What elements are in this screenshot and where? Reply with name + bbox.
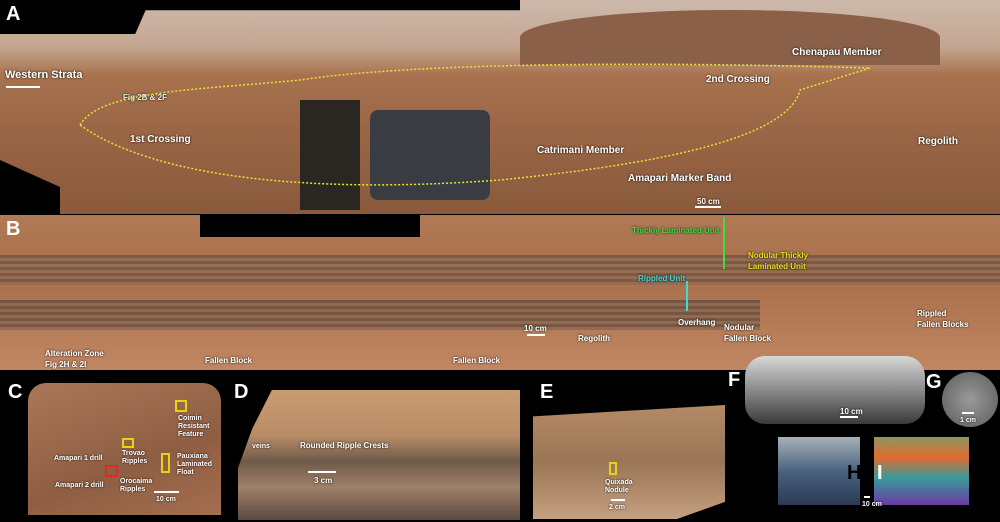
panel-e-nodule: Quixada Nodule 2 cm — [533, 405, 725, 519]
panel-b-outcrop: B Thickly Laminated Unit Nodular Thickly… — [0, 215, 1000, 370]
scale-bar-d — [308, 471, 336, 473]
panel-label-b: B — [6, 218, 21, 240]
panel-label-i: I — [877, 462, 883, 484]
amapari1-label: Amapari 1 drill — [54, 455, 103, 462]
scale-label-d: 3 cm — [314, 476, 333, 485]
panel-h-image — [778, 437, 860, 505]
chenapau-label: Chenapau Member — [792, 47, 882, 58]
scale-bar-e — [611, 499, 625, 501]
overhang-label: Overhang — [678, 318, 716, 327]
veins-label: veins — [252, 443, 270, 450]
coimin-box — [175, 400, 187, 412]
scale-label-a: 50 cm — [697, 197, 720, 206]
scale-bar-hi — [864, 496, 870, 498]
quixada-box — [609, 462, 617, 475]
fallen-block-label-2: Fallen Block — [453, 356, 501, 365]
nodular-thickly-label: Nodular Thickly Laminated Unit — [748, 251, 809, 271]
scale-bar-a — [695, 206, 721, 208]
orocaima-box — [105, 465, 118, 477]
panel-c-drill-site: Coimin Resistant Feature Trovao Ripples … — [28, 383, 221, 515]
scale-label-b: 10 cm — [524, 324, 547, 333]
panel-label-c: C — [8, 381, 23, 403]
amapari-label: Amapari Marker Band — [628, 173, 732, 184]
western-strata-label: Western Strata — [5, 69, 83, 81]
rippled-fallen-label: Rippled Fallen Blocks — [917, 309, 969, 329]
panel-label-d: D — [234, 381, 249, 403]
panel-f-grayscale-block: 10 cm — [745, 356, 925, 424]
scale-label-hi: 10 cm — [862, 501, 882, 508]
panel-d-ripples: veins Rounded Ripple Crests 3 cm — [238, 390, 520, 520]
scale-label-c: 10 cm — [156, 496, 176, 503]
left-arrow-icon — [6, 86, 40, 88]
pauxiana-box — [161, 453, 170, 473]
scale-bar-f — [840, 416, 858, 418]
fallen-block-label-1: Fallen Block — [205, 356, 253, 365]
panel-label-e: E — [540, 381, 554, 403]
panel-g-closeup: 1 cm — [942, 372, 998, 427]
pauxiana-label: Pauxiana Laminated Float — [177, 453, 213, 476]
trovao-label: Trovao Ripples — [122, 450, 148, 465]
panel-label-g: G — [926, 371, 942, 393]
trovao-box — [122, 438, 134, 448]
panel-label-a: A — [6, 3, 21, 25]
rounded-crests-label: Rounded Ripple Crests — [300, 441, 389, 450]
scale-label-e: 2 cm — [609, 504, 625, 511]
quixada-label: Quixada Nodule — [605, 479, 633, 494]
thickly-laminated-label: Thickly Laminated Unit — [632, 226, 720, 235]
scale-label-g: 1 cm — [960, 417, 976, 424]
orocaima-label: Orocaima Ripples — [120, 478, 153, 493]
scale-bar-b — [527, 334, 545, 336]
alteration-zone-label: Alteration Zone Fig 2H & 2I — [45, 349, 104, 369]
regolith-label-b: Regolith — [578, 334, 610, 343]
scale-bar-c — [154, 491, 179, 493]
amapari2-label: Amapari 2 drill — [55, 482, 104, 489]
second-crossing-label: 2nd Crossing — [706, 74, 770, 85]
panel-label-h: H — [847, 462, 862, 484]
panel-i-false-color — [874, 437, 969, 505]
first-crossing-label: 1st Crossing — [130, 134, 191, 145]
nodular-fallen-label: Nodular Fallen Block — [724, 323, 772, 343]
panel-a-panorama: A Western Strata Fig 2B & 2F 1st Crossin… — [0, 0, 1000, 214]
fig-ref-label: Fig 2B & 2F — [123, 93, 168, 102]
regolith-label-a: Regolith — [918, 136, 958, 147]
scale-label-f: 10 cm — [840, 407, 863, 416]
coimin-label: Coimin Resistant Feature — [178, 415, 210, 438]
scale-bar-g — [962, 412, 974, 414]
catrimani-label: Catrimani Member — [537, 145, 625, 156]
rippled-unit-label: Rippled Unit — [638, 274, 686, 283]
panel-label-f: F — [728, 369, 741, 391]
crossing-boundary-line — [79, 63, 871, 186]
